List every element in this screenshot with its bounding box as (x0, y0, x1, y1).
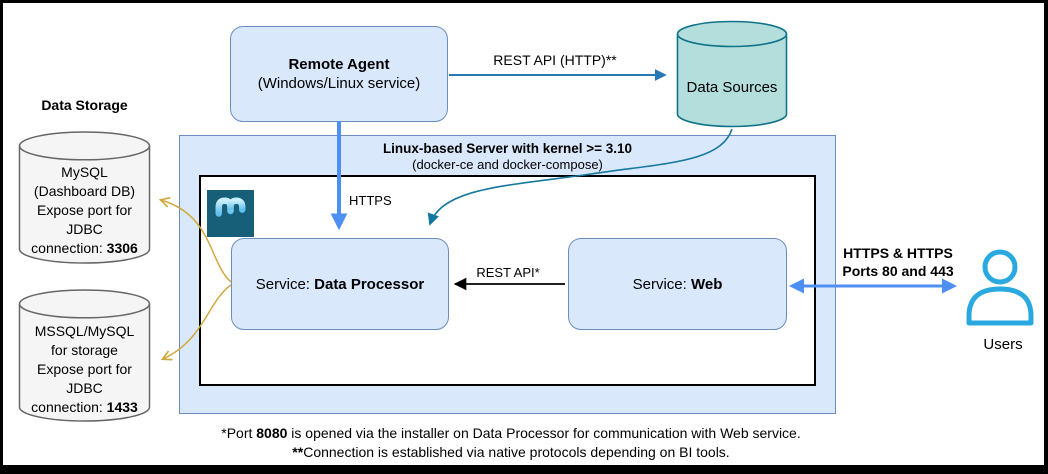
rest-api-http-label: REST API (HTTP)** (493, 52, 617, 68)
rest-api-label: REST API* (476, 265, 540, 280)
footnotes: *Port 8080 is opened via the installer o… (3, 424, 1019, 461)
https-ports-label: HTTPS & HTTPS Ports 80 and 443 (842, 245, 954, 279)
mssql-cylinder-icon (18, 289, 151, 422)
server-subtitle: (docker-ce and docker-compose) (412, 157, 603, 172)
web-service-name: Web (690, 275, 723, 293)
footnote-1: *Port 8080 is opened via the installer o… (221, 425, 801, 441)
mssql-cylinder-label: MSSQL/MySQL for storage Expose port for … (31, 323, 138, 415)
remote-agent-node: Remote Agent (Windows/Linux service) (230, 26, 448, 122)
data-sources-label: Data Sources (686, 79, 778, 96)
m-logo (207, 190, 254, 237)
mysql-port: 3306 (106, 240, 138, 256)
remote-agent-title: Remote Agent (288, 56, 390, 73)
data-sources-cylinder-icon (676, 20, 788, 128)
server-title-block: Linux-based Server with kernel >= 3.10 (… (180, 141, 835, 172)
mssql-port: 1433 (106, 399, 138, 415)
data-processor-name: Data Processor (314, 275, 425, 293)
https-label: HTTPS (349, 193, 392, 208)
data-processor-node: Service: Data Processor (231, 238, 449, 330)
users-label: Users (983, 336, 1023, 353)
footnote-2: **Connection is established via native p… (292, 443, 730, 460)
server-title: Linux-based Server with kernel >= 3.10 (382, 141, 633, 156)
mysql-cylinder-icon (18, 131, 151, 264)
web-service-node: Service: Web (568, 238, 787, 330)
remote-agent-subtitle: (Windows/Linux service) (257, 75, 421, 92)
users-person-icon (966, 249, 1034, 326)
data-storage-heading: Data Storage (41, 97, 128, 113)
mysql-cylinder-label: MySQL (Dashboard DB) Expose port for JDB… (31, 164, 138, 256)
